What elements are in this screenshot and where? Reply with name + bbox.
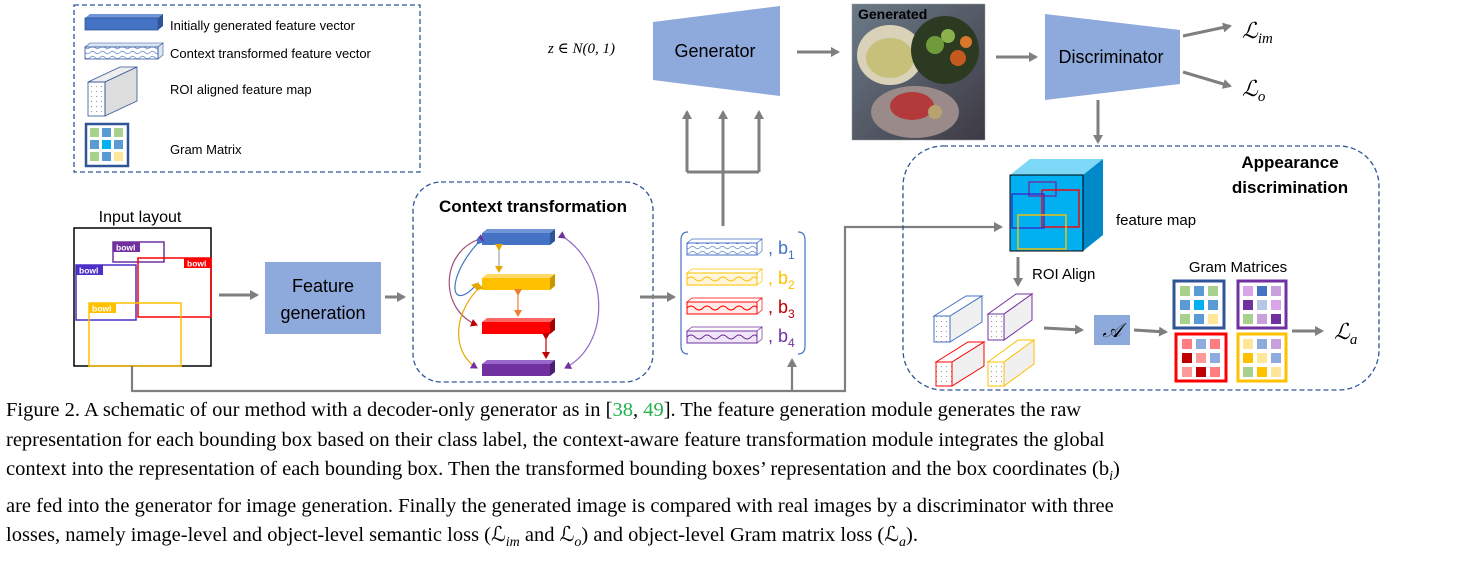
generator-block	[653, 6, 780, 96]
caption-text: ).	[906, 524, 918, 547]
gram-operator-label: 𝒜	[1103, 320, 1128, 342]
legend-roi-label: ROI aligned feature map	[170, 82, 312, 97]
caption-text: losses, namely image-level and object-le…	[6, 524, 506, 547]
generator-label: Generator	[674, 41, 755, 61]
context-transformation-panel	[412, 181, 654, 383]
roi-map-blue	[932, 295, 984, 343]
gram-matrix-blue	[1172, 279, 1226, 330]
method-diagram: Initially generated feature vector Conte…	[73, 3, 1380, 393]
feature-map-cube	[1009, 159, 1103, 252]
citation-link[interactable]: 38	[612, 399, 633, 421]
layout-routing-lines	[130, 222, 1003, 393]
caption-subscript: im	[505, 535, 520, 551]
legend-gram-label: Gram Matrix	[170, 142, 242, 157]
gram-matrix-purple	[1236, 279, 1288, 330]
legend: Initially generated feature vector Conte…	[73, 4, 421, 173]
loss-im: ℒim	[1242, 18, 1273, 47]
to-loss-im-arrow	[1182, 22, 1232, 38]
caption-text: ,	[632, 399, 644, 421]
caption-subscript: o	[574, 535, 582, 551]
context-arrows	[448, 231, 600, 369]
roi-map-red	[934, 341, 986, 387]
layout-box-label: bowl	[92, 304, 111, 314]
feature-generation-block	[265, 262, 381, 334]
caption-text: )	[1112, 458, 1120, 480]
gram-matrix-yellow	[1236, 332, 1288, 383]
gram-matrices-label: Gram Matrices	[1189, 259, 1287, 276]
gram-matrix-red	[1174, 332, 1228, 383]
figure-caption: Figure 2. A schematic of our method with…	[6, 396, 1454, 558]
bbox-label-2: , b2	[768, 268, 795, 292]
vectors-to-generator-arrows	[682, 110, 764, 226]
input-layout-title: Input layout	[99, 209, 182, 226]
caption-subscript: i	[1109, 469, 1113, 485]
discriminator-label: Discriminator	[1058, 47, 1163, 67]
noise-label: z ∈ N(0, 1)	[547, 41, 615, 57]
caption-line: are fed into the generator for image gen…	[6, 494, 1114, 517]
bbox-label-1: , b1	[768, 238, 795, 262]
bbox-label-4: , b4	[768, 326, 795, 350]
transformed-vectors	[680, 231, 806, 355]
loss-a: ℒa	[1334, 319, 1357, 348]
appearance-title-line1: Appearance	[1241, 153, 1338, 172]
context-bars	[482, 229, 555, 376]
discriminator-block	[1045, 14, 1180, 100]
context-bar-yellow	[482, 274, 555, 290]
citation-link[interactable]: 49	[643, 399, 664, 421]
caption-line: representation for each bounding box bas…	[6, 428, 1105, 451]
operator-to-gram-arrow	[1133, 326, 1168, 337]
loss-o: ℒo	[1242, 76, 1266, 105]
input-layout	[73, 227, 212, 367]
appearance-title-line2: discrimination	[1232, 178, 1348, 197]
caption-text: and ℒ	[519, 524, 575, 547]
roi-to-operator-arrow	[1043, 324, 1084, 335]
layout-box-label: bowl	[187, 259, 206, 269]
caption-text: ) and object-level Gram matrix loss (ℒ	[581, 524, 900, 547]
caption-text: Figure 2. A schematic of our method with…	[6, 399, 613, 421]
context-bar-red	[482, 318, 555, 334]
legend-context-vector-label: Context transformed feature vector	[170, 46, 372, 61]
roi-map-purple	[986, 293, 1034, 341]
roi-feature-maps	[932, 293, 1036, 387]
bbox-label-3: , b3	[768, 297, 795, 321]
generated-label: Generated	[858, 6, 927, 22]
legend-initial-vector-label: Initially generated feature vector	[170, 18, 356, 33]
generated-image	[851, 3, 986, 141]
appearance-panel	[902, 145, 1380, 391]
layout-box-label: bowl	[79, 266, 98, 276]
roi-align-label: ROI Align	[1032, 266, 1095, 283]
feature-generation-line2: generation	[280, 303, 365, 323]
context-bar-purple	[482, 360, 555, 376]
caption-text: ]. The feature generation module generat…	[663, 399, 1082, 421]
to-loss-o-arrow	[1182, 70, 1232, 89]
gram-operator-block	[1094, 315, 1130, 345]
context-transformation-title: Context transformation	[439, 197, 627, 216]
feature-map-label: feature map	[1116, 212, 1196, 229]
gram-matrix-icon	[84, 122, 130, 168]
feature-generation-line1: Feature	[292, 276, 354, 296]
roi-map-yellow	[986, 339, 1036, 387]
context-bar-blue	[482, 229, 555, 245]
initial-vector-icon	[84, 14, 163, 31]
caption-subscript: a	[899, 535, 907, 551]
caption-text: context into the representation of each …	[6, 458, 1110, 480]
roi-feature-map-icon	[87, 66, 138, 117]
layout-box-label: bowl	[116, 243, 135, 253]
context-vector-icon	[84, 42, 164, 60]
